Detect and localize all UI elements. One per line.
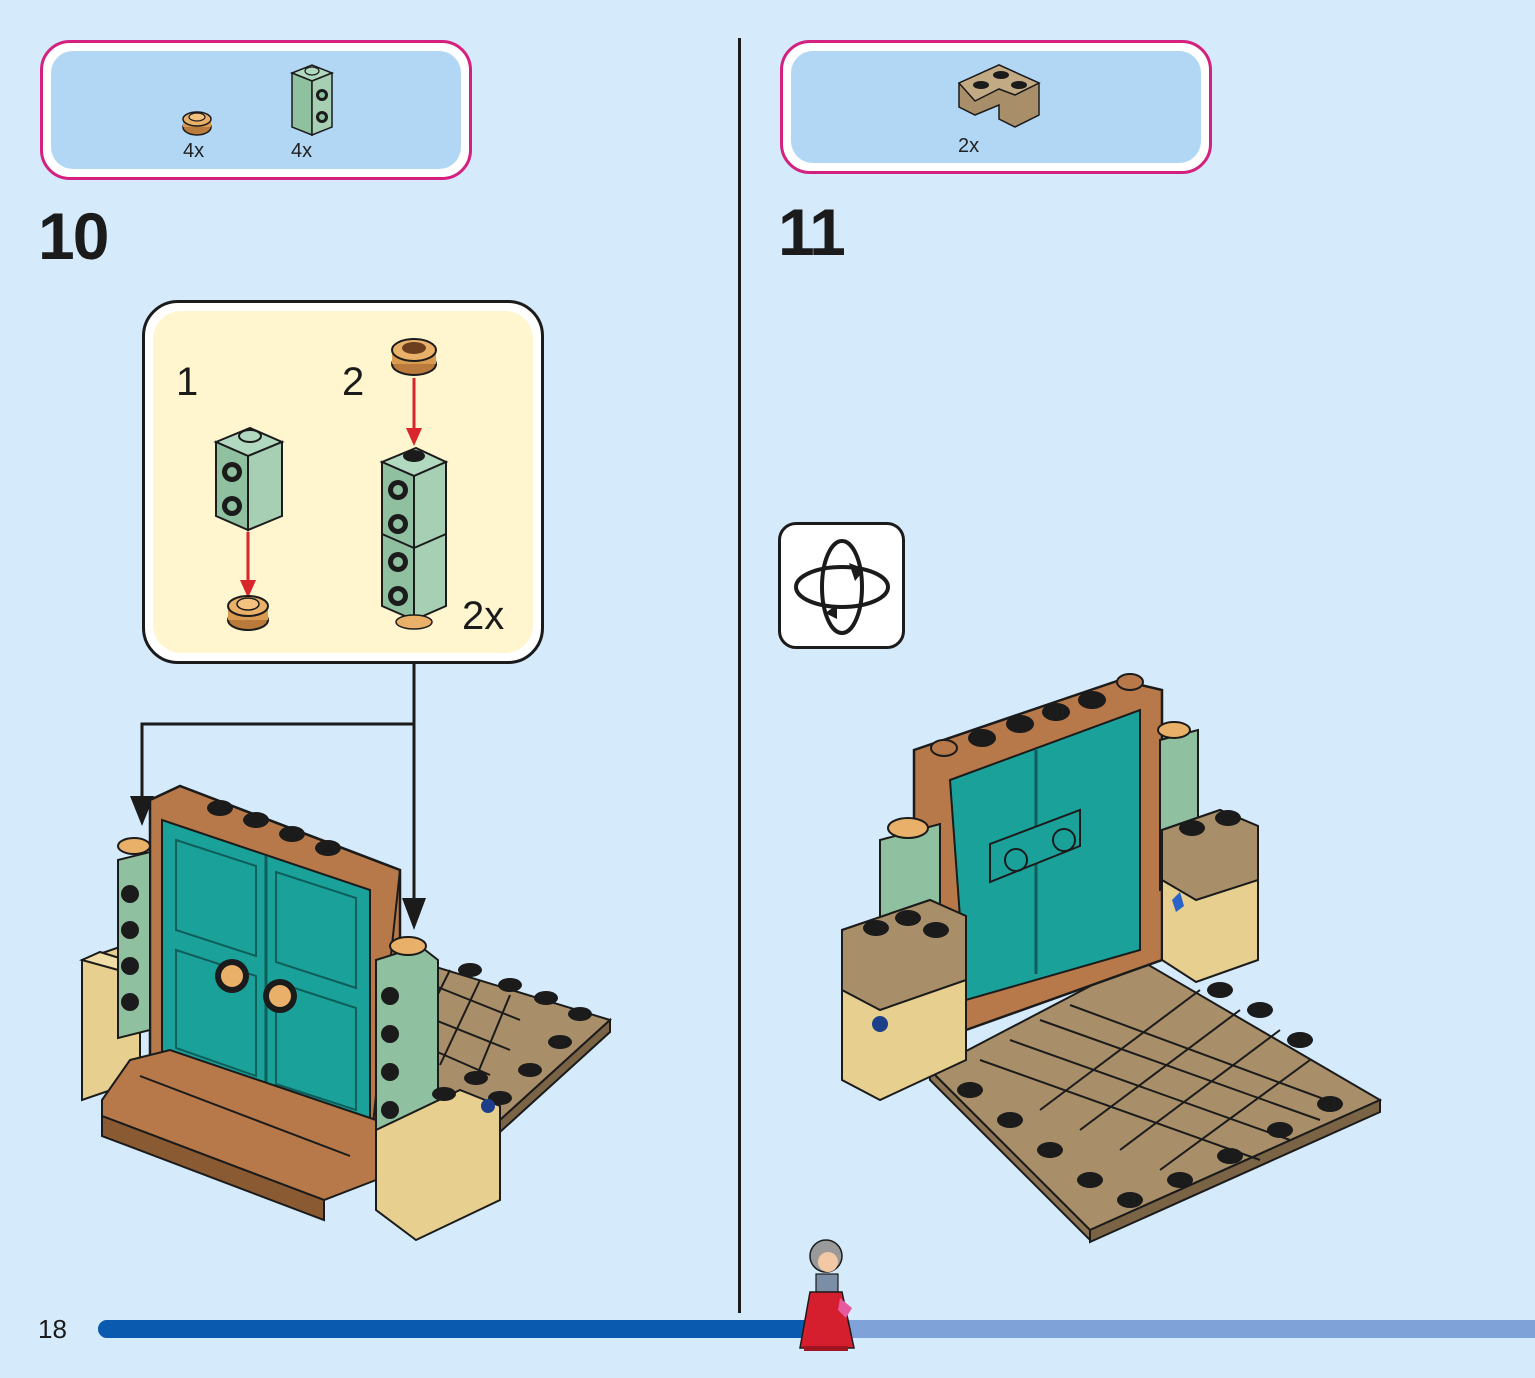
page-number: 18 bbox=[38, 1314, 67, 1344]
rotate-model-icon bbox=[778, 522, 905, 649]
substep-number: 1 bbox=[176, 360, 199, 404]
step10-parts-box: 4x 4x bbox=[40, 40, 472, 180]
part-quantity: 4x bbox=[291, 140, 313, 162]
substep-number: 2 bbox=[342, 360, 365, 404]
page-divider bbox=[738, 38, 741, 1313]
round-plate-1x1-icon bbox=[182, 111, 212, 136]
substep1-brick-illustration bbox=[213, 426, 285, 631]
step10-model-illustration bbox=[79, 784, 612, 1242]
sub-assembly-multiplier: 2x bbox=[462, 594, 505, 638]
part-quantity: 2x bbox=[958, 135, 980, 157]
progress-bar-fill bbox=[98, 1320, 846, 1338]
character-figure-icon bbox=[799, 1239, 855, 1351]
brick-1x1-side-studs-icon bbox=[289, 64, 335, 137]
step11-model-illustration bbox=[841, 673, 1383, 1244]
step-number: 10 bbox=[38, 199, 109, 273]
part-quantity: 4x bbox=[183, 140, 205, 162]
step11-parts-box: 2x bbox=[780, 40, 1212, 174]
substep2-brick-illustration bbox=[379, 338, 449, 630]
rotate-arrows-icon bbox=[794, 539, 890, 635]
corner-plate-2x2-icon bbox=[957, 64, 1041, 128]
step-number: 11 bbox=[778, 195, 846, 269]
